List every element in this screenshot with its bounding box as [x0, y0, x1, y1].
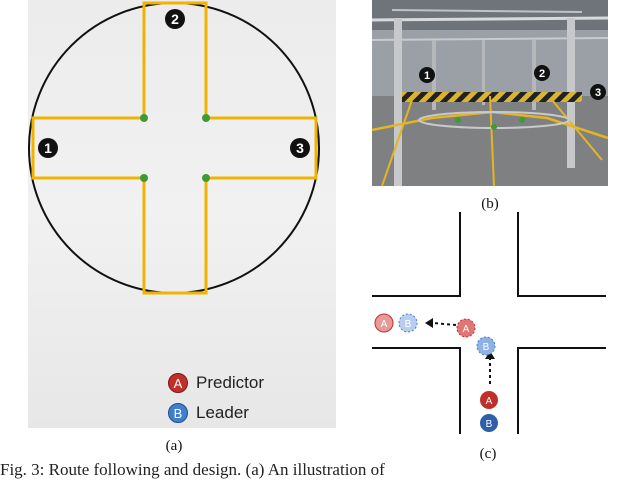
agent-a-faded-icon: A: [375, 314, 393, 332]
photo-marker-1: 1: [419, 67, 435, 83]
agent-a-icon: A: [480, 391, 498, 409]
photo-marker-2: 2: [534, 65, 550, 81]
svg-text:2: 2: [539, 68, 545, 80]
waypoint-dot: [140, 174, 148, 182]
leader-badge-icon: B: [168, 403, 188, 423]
svg-text:3: 3: [595, 87, 601, 99]
figure-caption: Fig. 3: Route following and design. (a) …: [0, 460, 640, 484]
photo-marker-3: 3: [590, 84, 606, 100]
waypoint-dot: [202, 174, 210, 182]
agent-b-mid-icon: B: [477, 337, 495, 355]
intersection-schematic: A B A B A B: [366, 212, 628, 440]
route-diagram: 1 2 3: [28, 0, 336, 428]
svg-text:A: A: [381, 319, 388, 330]
legend-label-predictor: Predictor: [196, 373, 264, 393]
intersection-drawing: A B A B A B: [366, 212, 628, 440]
arena-boundary: [29, 3, 319, 293]
svg-text:B: B: [486, 419, 493, 430]
marker-3: 3: [290, 138, 310, 158]
svg-text:B: B: [405, 319, 412, 330]
agent-b-icon: B: [480, 414, 498, 432]
svg-text:1: 1: [44, 140, 52, 156]
caption-b: (b): [470, 196, 510, 213]
marker-1: 1: [38, 138, 58, 158]
agent-a-mid-icon: A: [457, 319, 475, 337]
waypoint-dot: [140, 114, 148, 122]
legend-label-leader: Leader: [196, 403, 249, 423]
legend-item-predictor: A Predictor: [168, 368, 338, 398]
caption-a: (a): [154, 438, 194, 455]
marker-2: 2: [165, 9, 185, 29]
svg-text:A: A: [486, 396, 493, 407]
agent-b-faded-icon: B: [399, 314, 417, 332]
route-diagram-panel: 1 2 3 A Predictor B Leader: [28, 0, 336, 428]
svg-text:A: A: [463, 324, 470, 335]
svg-text:1: 1: [424, 70, 430, 82]
arena-photo: 1 2 3: [372, 0, 608, 186]
legend: A Predictor B Leader: [168, 368, 338, 428]
svg-text:3: 3: [296, 140, 304, 156]
svg-text:2: 2: [171, 11, 179, 27]
cross-route: [33, 3, 316, 293]
arena-photo-illustration: 1 2 3: [372, 0, 608, 186]
arrow-left: [433, 323, 456, 325]
waypoint-dot: [202, 114, 210, 122]
predictor-badge-icon: A: [168, 373, 188, 393]
svg-text:B: B: [483, 342, 490, 353]
legend-item-leader: B Leader: [168, 398, 338, 428]
